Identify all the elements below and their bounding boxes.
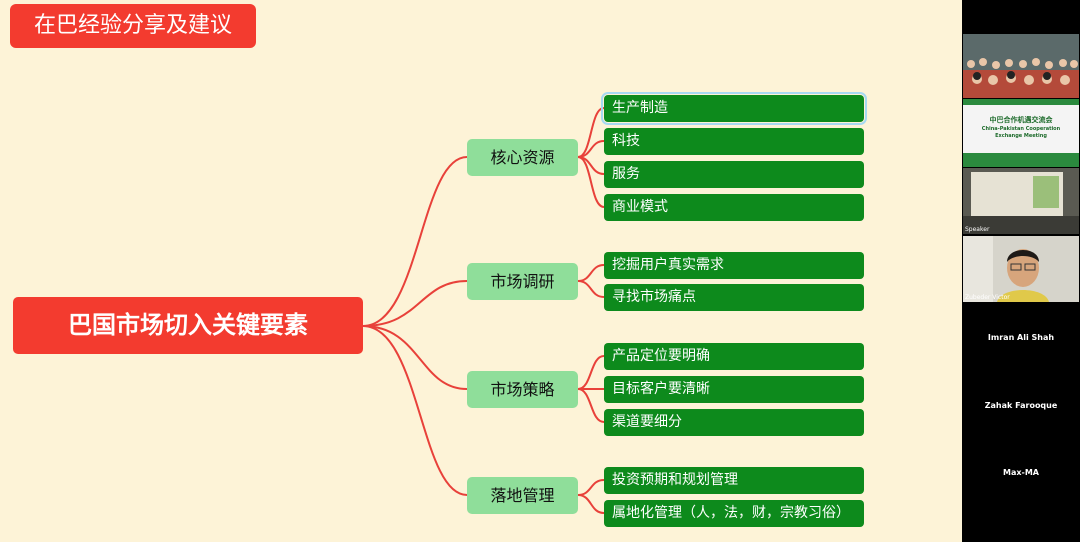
webcam-person [963, 236, 1079, 302]
leaf-target-customers[interactable]: 目标客户要清晰 [604, 376, 864, 403]
mindmap-connectors [362, 107, 605, 514]
participant-name[interactable]: Imran Ali Shah [987, 333, 1055, 342]
slide-title: 在巴经验分享及建议 [10, 4, 256, 48]
connector-landing-1 [577, 479, 605, 496]
audience-photo [963, 34, 1079, 98]
leaf-business-model[interactable]: 商业模式 [604, 194, 864, 221]
connector-research-2 [577, 280, 605, 298]
leaf-technology[interactable]: 科技 [604, 128, 864, 155]
branch-market-research[interactable]: 市场调研 [467, 263, 578, 300]
banner-top-stripe [963, 99, 1079, 105]
leaf-manufacturing[interactable]: 生产制造 [601, 92, 867, 125]
banner-title: 中巴合作机遇交流会 [989, 116, 1053, 124]
leaf-investment-planning[interactable]: 投资预期和规划管理 [604, 467, 864, 494]
connector-research-1 [577, 264, 605, 282]
leaf-service[interactable]: 服务 [604, 161, 864, 188]
participant-name[interactable]: Zahak Farooque [984, 401, 1058, 410]
connector-root-strategy [362, 325, 468, 390]
leaf-localization[interactable]: 属地化管理（人，法，财，宗教习俗） [604, 500, 864, 527]
connector-strategy-1 [577, 355, 605, 390]
connector-strategy-3 [577, 388, 605, 423]
speaker-scene [963, 168, 1079, 234]
branch-implementation[interactable]: 落地管理 [467, 477, 578, 514]
audience-video-tile[interactable] [963, 34, 1079, 98]
mindmap-root-node[interactable]: 巴国市场切入关键要素 [13, 297, 363, 354]
participant-name[interactable]: Max-MA [1003, 468, 1039, 477]
connector-root-research [362, 280, 468, 327]
event-banner-tile[interactable]: 中巴合作机遇交流会 China-Pakistan Cooperation Exc… [963, 99, 1079, 167]
leaf-channels[interactable]: 渠道要细分 [604, 409, 864, 436]
connector-root-core [362, 156, 468, 327]
connector-root-landing [362, 325, 468, 496]
banner-subtitle-line2: Exchange Meeting [995, 133, 1047, 139]
leaf-user-needs[interactable]: 挖掘用户真实需求 [604, 252, 864, 279]
banner-subtitle-line1: China-Pakistan Cooperation [981, 126, 1061, 132]
branch-core-resources[interactable]: 核心资源 [467, 139, 578, 176]
webcam-tile-label: Zubeder Victor [965, 294, 1010, 301]
banner-bottom-band [963, 153, 1079, 167]
slide-canvas: 在巴经验分享及建议 巴国市场切入关键要素 核心资源 市场调研 市场策略 落地管理… [0, 0, 962, 542]
speaker-video-tile[interactable]: Speaker [963, 168, 1079, 234]
leaf-pain-points[interactable]: 寻找市场痛点 [604, 284, 864, 311]
branch-market-strategy[interactable]: 市场策略 [467, 371, 578, 408]
webcam-video-tile[interactable]: Zubeder Victor [963, 236, 1079, 302]
speaker-tile-label: Speaker [965, 226, 990, 233]
leaf-positioning[interactable]: 产品定位要明确 [604, 343, 864, 370]
connector-core-4 [577, 156, 605, 208]
connector-landing-2 [577, 494, 605, 514]
